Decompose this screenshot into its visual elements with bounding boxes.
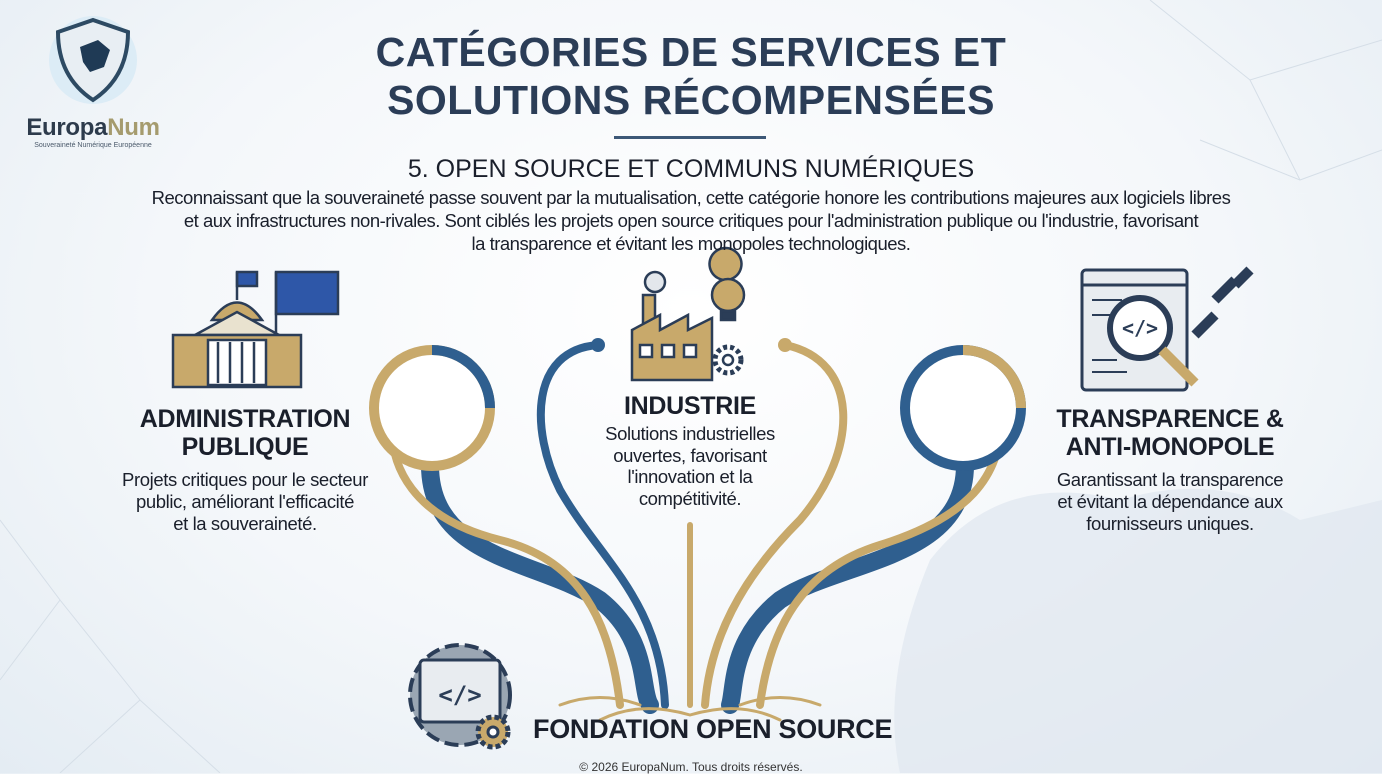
- section-intro: Reconnaissant que la souveraineté passe …: [70, 186, 1312, 255]
- factory-lightbulb-gear-icon: [630, 246, 746, 382]
- footer-copyright: © 2026 EuropaNum. Tous droits réservés.: [579, 760, 803, 774]
- foundation-label: FONDATION OPEN SOURCE: [533, 714, 893, 744]
- logo-name: EuropaNum: [26, 114, 160, 141]
- code-window-gear-icon: </>: [408, 643, 512, 750]
- page-title: CATÉGORIES DE SERVICES ET SOLUTIONS RÉCO…: [0, 28, 1382, 124]
- node-circle-left: [369, 345, 495, 471]
- tree-branches: [387, 341, 1006, 722]
- column-transparence: TRANSPARENCE &ANTI-MONOPOLE Garantissant…: [1025, 405, 1315, 535]
- logo-tagline: Souveraineté Numérique Européenne: [34, 142, 152, 149]
- intro-line: la transparence et évitant les monopoles…: [471, 233, 911, 254]
- intro-line: Reconnaissant que la souveraineté passe …: [151, 187, 1231, 208]
- column-title: TRANSPARENCE &ANTI-MONOPOLE: [1056, 405, 1284, 461]
- europe-map-shape: [894, 488, 1382, 773]
- intro-line: et aux infrastructures non-rivales. Sont…: [183, 210, 1199, 231]
- column-title: INDUSTRIE: [623, 392, 757, 420]
- europanum-logo: EuropaNum Souveraineté Numérique Europée…: [18, 12, 168, 149]
- title-divider: [614, 136, 766, 139]
- svg-text:</>: </>: [438, 681, 481, 709]
- government-building-icon: [171, 270, 340, 389]
- svg-text:</>: </>: [1122, 316, 1158, 340]
- node-circle-right: [900, 345, 1026, 471]
- section-heading: 5. OPEN SOURCE ET COMMUNS NUMÉRIQUES: [407, 155, 975, 183]
- code-magnifier-chain-icon: </>: [1080, 266, 1254, 392]
- shield-europe-icon: [49, 16, 137, 104]
- title-line: SOLUTIONS RÉCOMPENSÉES: [387, 77, 995, 123]
- title-line: CATÉGORIES DE SERVICES ET: [375, 29, 1007, 75]
